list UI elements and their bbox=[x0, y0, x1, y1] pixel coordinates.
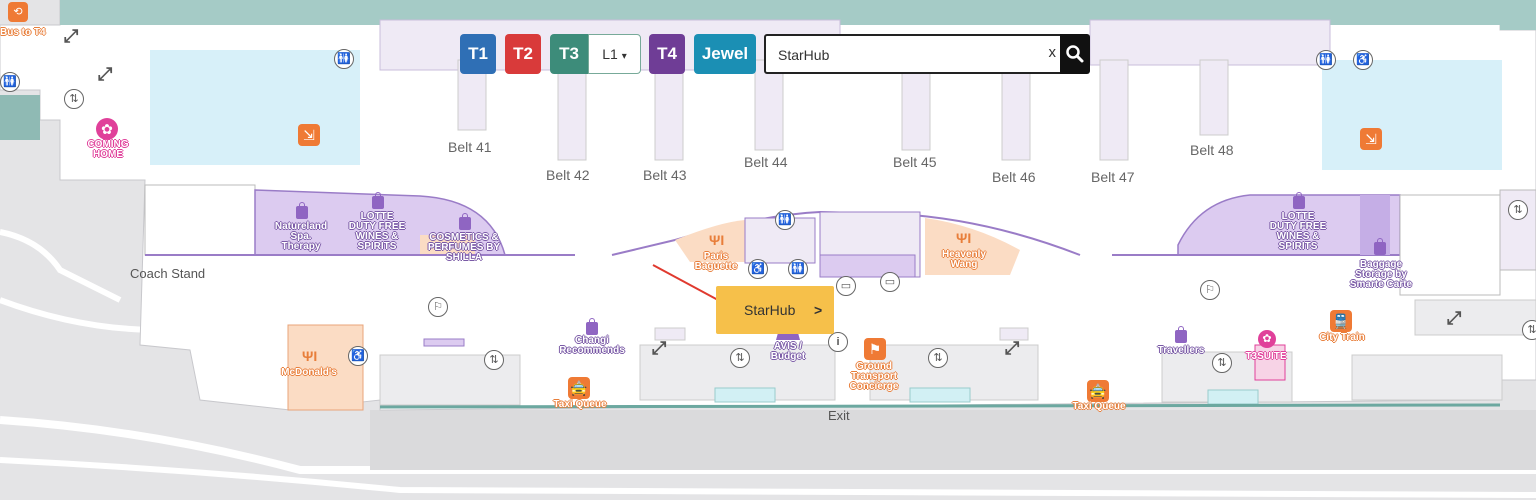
t3-suite-icon[interactable]: ✿ bbox=[1258, 330, 1276, 348]
terminal-t2-button[interactable]: T2 bbox=[505, 34, 541, 74]
lotte-right-shop-icon bbox=[1293, 192, 1305, 209]
level-dropdown[interactable]: L1 ▾ bbox=[588, 34, 641, 74]
info-desk-icon[interactable]: ⚐ bbox=[1200, 280, 1220, 300]
baggage-services-left-icon[interactable]: ⇲ bbox=[298, 124, 320, 146]
baggage-services-right-icon[interactable]: ⇲ bbox=[1360, 128, 1382, 150]
result-popup-label: StarHub bbox=[744, 302, 796, 318]
atm-icon[interactable]: ▭ bbox=[880, 272, 900, 292]
bus-icon[interactable]: ⟲ bbox=[8, 2, 28, 22]
toilet-icon[interactable]: 🚻 bbox=[1316, 50, 1336, 70]
escalator-icon: ⤢ bbox=[64, 26, 79, 46]
belt-46-label: Belt 46 bbox=[992, 169, 1036, 185]
escalator-icon: ⤢ bbox=[98, 64, 113, 84]
terminal-t1-button[interactable]: T1 bbox=[460, 34, 496, 74]
cosmetics-label[interactable]: COSMETICS & PERFUMES BY SHILLA bbox=[427, 232, 501, 263]
escalator-icon: ⤢ bbox=[1005, 338, 1020, 358]
ground-transport-label[interactable]: Ground Transport Concierge bbox=[849, 361, 899, 392]
exit-label: Exit bbox=[828, 408, 850, 423]
search-button[interactable] bbox=[1060, 34, 1090, 74]
belt-47-label: Belt 47 bbox=[1091, 169, 1135, 185]
toilet-icon[interactable]: 🚻 bbox=[775, 210, 795, 230]
mcdonalds-label[interactable]: McDonald's bbox=[281, 367, 337, 378]
coming-home-label[interactable]: COMING HOME bbox=[87, 139, 129, 160]
lift-icon[interactable]: ⇅ bbox=[484, 350, 504, 370]
cosmetics-shop-icon bbox=[459, 213, 471, 230]
coming-home-icon[interactable]: ✿ bbox=[96, 118, 118, 140]
belt-42-label: Belt 42 bbox=[546, 167, 590, 183]
jewel-button[interactable]: Jewel bbox=[694, 34, 756, 74]
information-icon[interactable]: i bbox=[828, 332, 848, 352]
terminal-t3-button[interactable]: T3 bbox=[550, 34, 588, 74]
heavenly-wang-label[interactable]: Heavenly Wang bbox=[942, 249, 986, 270]
lotte-right-label[interactable]: LOTTE DUTY FREE WINES & SPIRITS bbox=[1269, 211, 1327, 252]
bus-to-t4-label[interactable]: Bus to T4 bbox=[0, 27, 46, 38]
taxi-queue-left-label[interactable]: Taxi Queue bbox=[553, 399, 607, 410]
t3-suite-label[interactable]: T3SUITE bbox=[1245, 351, 1287, 362]
search-input[interactable] bbox=[776, 36, 1030, 74]
lift-icon[interactable]: ⇅ bbox=[1212, 353, 1232, 373]
chevron-down-icon: ▾ bbox=[621, 51, 627, 62]
belt-48-label: Belt 48 bbox=[1190, 142, 1234, 158]
accessible-icon[interactable]: ♿ bbox=[1353, 50, 1373, 70]
taxi-right-icon[interactable]: 🚖 bbox=[1087, 380, 1109, 402]
taxi-queue-right-label[interactable]: Taxi Queue bbox=[1072, 401, 1126, 412]
info-desk-icon[interactable]: ⚐ bbox=[428, 297, 448, 317]
lotte-left-shop-icon bbox=[372, 192, 384, 209]
lift-icon[interactable]: ⇅ bbox=[730, 348, 750, 368]
lotte-left-label[interactable]: LOTTE DUTY FREE WINES & SPIRITS bbox=[348, 211, 406, 252]
city-train-icon[interactable]: 🚆 bbox=[1330, 310, 1352, 332]
result-popup[interactable]: StarHub > bbox=[716, 286, 834, 334]
ground-transport-icon[interactable]: ⚑ bbox=[864, 338, 886, 360]
travellers-label[interactable]: Travellers bbox=[1157, 345, 1205, 356]
chevron-right-icon: > bbox=[814, 302, 823, 318]
natureland-shop-icon bbox=[296, 202, 308, 219]
lift-icon[interactable]: ⇅ bbox=[1508, 200, 1528, 220]
escalator-icon: ⤢ bbox=[1447, 308, 1462, 328]
belt-41-label: Belt 41 bbox=[448, 139, 492, 155]
city-train-label[interactable]: City Train bbox=[1319, 332, 1365, 343]
lift-icon[interactable]: ⇅ bbox=[1522, 320, 1536, 340]
mcdonalds-food-icon: ΨI bbox=[302, 348, 318, 364]
escalator-icon: ⤢ bbox=[652, 338, 667, 358]
toilet-icon[interactable]: 🚻 bbox=[334, 49, 354, 69]
baggage-storage-label[interactable]: Baggage Storage by Smarte Carte bbox=[1349, 259, 1413, 290]
belt-43-label: Belt 43 bbox=[643, 167, 687, 183]
clear-search-icon[interactable]: x bbox=[1048, 44, 1057, 61]
coach-stand-label: Coach Stand bbox=[130, 266, 206, 281]
natureland-label[interactable]: Natureland Spa. Therapy bbox=[274, 221, 328, 252]
accessible-icon[interactable]: ♿ bbox=[748, 259, 768, 279]
belt-45-label: Belt 45 bbox=[893, 154, 937, 170]
taxi-left-icon[interactable]: 🚖 bbox=[568, 377, 590, 399]
heavenly-wang-food-icon: ΨI bbox=[956, 230, 972, 246]
changi-recommends-icon bbox=[586, 318, 598, 335]
travellers-shop-icon bbox=[1175, 326, 1187, 343]
changi-recommends-label[interactable]: Changi Recommends bbox=[559, 335, 625, 356]
toilet-icon[interactable]: 🚻 bbox=[0, 72, 20, 92]
toilet-icon[interactable]: 🚻 bbox=[788, 259, 808, 279]
baggage-storage-icon bbox=[1374, 238, 1386, 255]
search-box: x bbox=[764, 34, 1064, 74]
search-icon bbox=[1066, 45, 1084, 63]
paris-baguette-food-icon: ΨI bbox=[709, 232, 725, 248]
avis-budget-label[interactable]: AVIS / Budget bbox=[770, 341, 806, 362]
lift-icon[interactable]: ⇅ bbox=[64, 89, 84, 109]
paris-baguette-label[interactable]: Paris Baguette bbox=[694, 251, 738, 272]
lift-icon[interactable]: ⇅ bbox=[928, 348, 948, 368]
belt-44-label: Belt 44 bbox=[744, 154, 788, 170]
terminal-t4-button[interactable]: T4 bbox=[649, 34, 685, 74]
accessible-icon[interactable]: ♿ bbox=[348, 346, 368, 366]
atm-icon[interactable]: ▭ bbox=[836, 276, 856, 296]
level-value: L1 bbox=[602, 46, 618, 62]
